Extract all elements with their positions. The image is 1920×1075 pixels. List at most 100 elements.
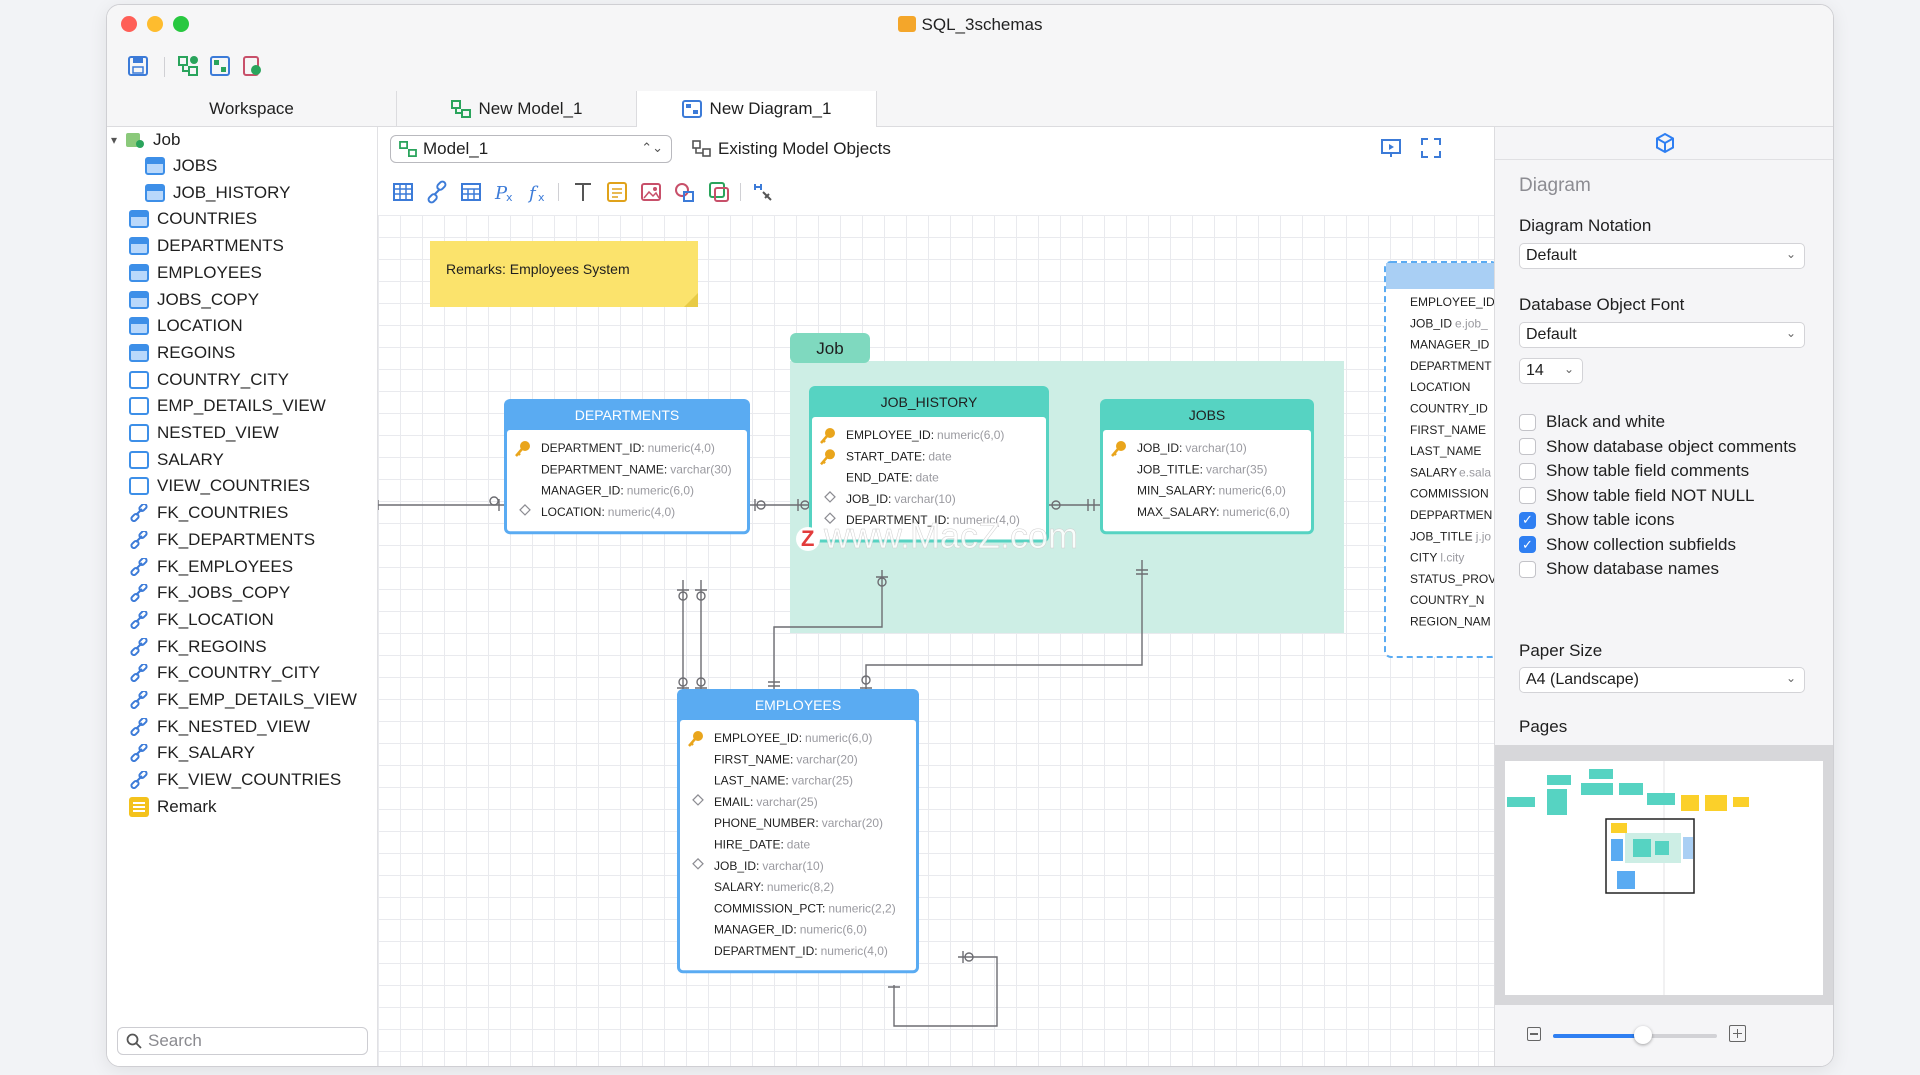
add-note-tool[interactable] bbox=[604, 179, 630, 205]
checkbox-show-database-object-comments[interactable]: Show database object comments bbox=[1519, 436, 1796, 458]
add-relation-tool[interactable] bbox=[424, 179, 450, 205]
column-name: STATUS_PROV bbox=[1410, 572, 1494, 586]
checkbox-box[interactable] bbox=[1519, 560, 1536, 578]
tree-item-jobs-copy[interactable]: JOBS_COPY bbox=[129, 287, 259, 313]
add-table-tool[interactable] bbox=[390, 179, 416, 205]
tree-item-label: EMPLOYEES bbox=[157, 262, 262, 282]
table-job-history[interactable]: JOB_HISTORYEMPLOYEE_ID:numeric(6,0)START… bbox=[809, 386, 1049, 543]
tree-item-fk-salary[interactable]: FK_SALARY bbox=[129, 740, 255, 766]
present-button[interactable] bbox=[1378, 135, 1404, 161]
checkbox-show-table-field-comments[interactable]: Show table field comments bbox=[1519, 460, 1749, 482]
zoom-out-button[interactable] bbox=[1527, 1027, 1541, 1041]
remark-note[interactable]: Remarks: Employees System bbox=[430, 241, 698, 307]
table-departments[interactable]: DEPARTMENTSDEPARTMENT_ID:numeric(4,0)DEP… bbox=[504, 399, 750, 535]
new-model-button[interactable] bbox=[175, 53, 201, 79]
tree-item-fk-jobs-copy[interactable]: FK_JOBS_COPY bbox=[129, 580, 290, 606]
tree-item-nested-view[interactable]: NESTED_VIEW bbox=[129, 420, 279, 446]
cube-icon[interactable] bbox=[1654, 132, 1676, 154]
font-size-select[interactable]: 14⌄ bbox=[1519, 358, 1583, 384]
zoom-slider[interactable] bbox=[1553, 1026, 1717, 1044]
checkbox-show-table-icons[interactable]: ✓Show table icons bbox=[1519, 509, 1675, 531]
new-diagram-button[interactable] bbox=[207, 53, 233, 79]
tree-item-fk-departments[interactable]: FK_DEPARTMENTS bbox=[129, 527, 315, 553]
tab-new-model[interactable]: New Model_1 bbox=[397, 91, 637, 127]
tree-item-departments[interactable]: DEPARTMENTS bbox=[129, 233, 284, 259]
column-name: JOB_TITLE bbox=[1410, 529, 1473, 543]
new-sync-button[interactable] bbox=[239, 53, 265, 79]
foreign-key-icon bbox=[824, 491, 836, 503]
add-image-tool[interactable] bbox=[638, 179, 664, 205]
font-select[interactable]: Default⌄ bbox=[1519, 322, 1805, 348]
tree-item-fk-regoins[interactable]: FK_REGOINS bbox=[129, 634, 267, 660]
view-column-row: COUNTRY_N bbox=[1410, 593, 1484, 607]
checkbox-box[interactable] bbox=[1519, 438, 1536, 455]
tab-new-diagram[interactable]: New Diagram_1 bbox=[637, 91, 877, 127]
maximize-window-button[interactable] bbox=[173, 16, 189, 32]
checkbox-box[interactable] bbox=[1519, 413, 1536, 431]
tree-item-emp-details-view[interactable]: EMP_DETAILS_VIEW bbox=[129, 393, 326, 419]
tree-item-regoins[interactable]: REGOINS bbox=[129, 340, 235, 366]
table-body bbox=[680, 720, 916, 971]
diagram-canvas[interactable]: Job bbox=[378, 215, 1494, 1066]
add-layer-tool[interactable] bbox=[706, 179, 732, 205]
minimize-window-button[interactable] bbox=[147, 16, 163, 32]
checkbox-show-database-names[interactable]: Show database names bbox=[1519, 558, 1719, 580]
tree-item-location[interactable]: LOCATION bbox=[129, 313, 243, 339]
tree-item-fk-employees[interactable]: FK_EMPLOYEES bbox=[129, 554, 293, 580]
table-employees[interactable]: EMPLOYEESEMPLOYEE_ID:numeric(6,0)FIRST_N… bbox=[677, 689, 919, 974]
primary-key-icon bbox=[688, 731, 703, 747]
tree-item-country-city[interactable]: COUNTRY_CITY bbox=[129, 367, 289, 393]
tree-item-fk-nested-view[interactable]: FK_NESTED_VIEW bbox=[129, 714, 310, 740]
save-button[interactable] bbox=[125, 53, 151, 79]
tree-item-job-history[interactable]: JOB_HISTORY bbox=[145, 180, 290, 206]
checkbox-box[interactable] bbox=[1519, 487, 1536, 504]
checkbox-show-collection-subfields[interactable]: ✓Show collection subfields bbox=[1519, 534, 1736, 556]
tree-item-jobs[interactable]: JOBS bbox=[145, 153, 217, 179]
remark-text: Remarks: Employees System bbox=[446, 261, 630, 277]
column-type: numeric(4,0) bbox=[648, 441, 715, 455]
tree-item-employees[interactable]: EMPLOYEES bbox=[129, 260, 262, 286]
add-view-tool[interactable] bbox=[458, 179, 484, 205]
view-icon bbox=[129, 370, 149, 389]
add-label-tool[interactable] bbox=[570, 179, 596, 205]
add-shape-tool[interactable] bbox=[672, 179, 698, 205]
search-input[interactable]: Search bbox=[117, 1027, 368, 1055]
column-type: l.city bbox=[1440, 551, 1464, 565]
model-select[interactable]: Model_1 ⌃⌄ bbox=[390, 135, 672, 163]
column-row: EMAIL:varchar(25) bbox=[714, 795, 818, 809]
zoom-slider-knob[interactable] bbox=[1634, 1026, 1653, 1044]
view-icon bbox=[129, 424, 149, 442]
table-jobs[interactable]: JOBSJOB_ID:varchar(10)JOB_TITLE:varchar(… bbox=[1100, 399, 1314, 535]
tree-item-fk-location[interactable]: FK_LOCATION bbox=[129, 607, 274, 633]
paper-size-select[interactable]: A4 (Landscape)⌄ bbox=[1519, 667, 1805, 693]
fullscreen-button[interactable] bbox=[1418, 135, 1444, 161]
notation-select[interactable]: Default⌄ bbox=[1519, 243, 1805, 269]
close-window-button[interactable] bbox=[121, 16, 137, 32]
tree-root-job[interactable]: ▾ Job bbox=[111, 130, 181, 149]
column-row: DEPARTMENT_ID:numeric(4,0) bbox=[714, 944, 888, 958]
tree-item-fk-country-city[interactable]: FK_COUNTRY_CITY bbox=[129, 660, 320, 686]
tree-item-fk-emp-details-view[interactable]: FK_EMP_DETAILS_VIEW bbox=[129, 687, 357, 713]
existing-model-objects-button[interactable]: Existing Model Objects bbox=[692, 135, 891, 163]
tab-workspace[interactable]: Workspace bbox=[107, 91, 397, 127]
zoom-in-button[interactable] bbox=[1729, 1025, 1746, 1042]
page-thumbnail[interactable] bbox=[1505, 761, 1823, 995]
checkbox-box[interactable] bbox=[1519, 462, 1536, 480]
format-painter-tool[interactable] bbox=[750, 179, 776, 205]
checkmark-icon[interactable]: ✓ bbox=[1519, 511, 1536, 529]
tree-item-remark[interactable]: Remark bbox=[129, 794, 217, 820]
tree-item-salary[interactable]: SALARY bbox=[129, 447, 224, 473]
tree-item-view-countries[interactable]: VIEW_COUNTRIES bbox=[129, 473, 310, 499]
checkmark-icon[interactable]: ✓ bbox=[1519, 536, 1536, 553]
tree-item-fk-countries[interactable]: FK_COUNTRIES bbox=[129, 500, 288, 526]
tree-item-countries[interactable]: COUNTRIES bbox=[129, 206, 257, 232]
column-row: END_DATE:date bbox=[846, 471, 939, 485]
column-name: DEPARTMENT bbox=[1410, 359, 1492, 373]
tree-item-fk-view-countries[interactable]: FK_VIEW_COUNTRIES bbox=[129, 767, 341, 793]
checkbox-black-and-white[interactable]: Black and white bbox=[1519, 411, 1665, 433]
tree-item-label: NESTED_VIEW bbox=[157, 423, 279, 442]
checkbox-show-table-field-not-null[interactable]: Show table field NOT NULL bbox=[1519, 485, 1755, 507]
